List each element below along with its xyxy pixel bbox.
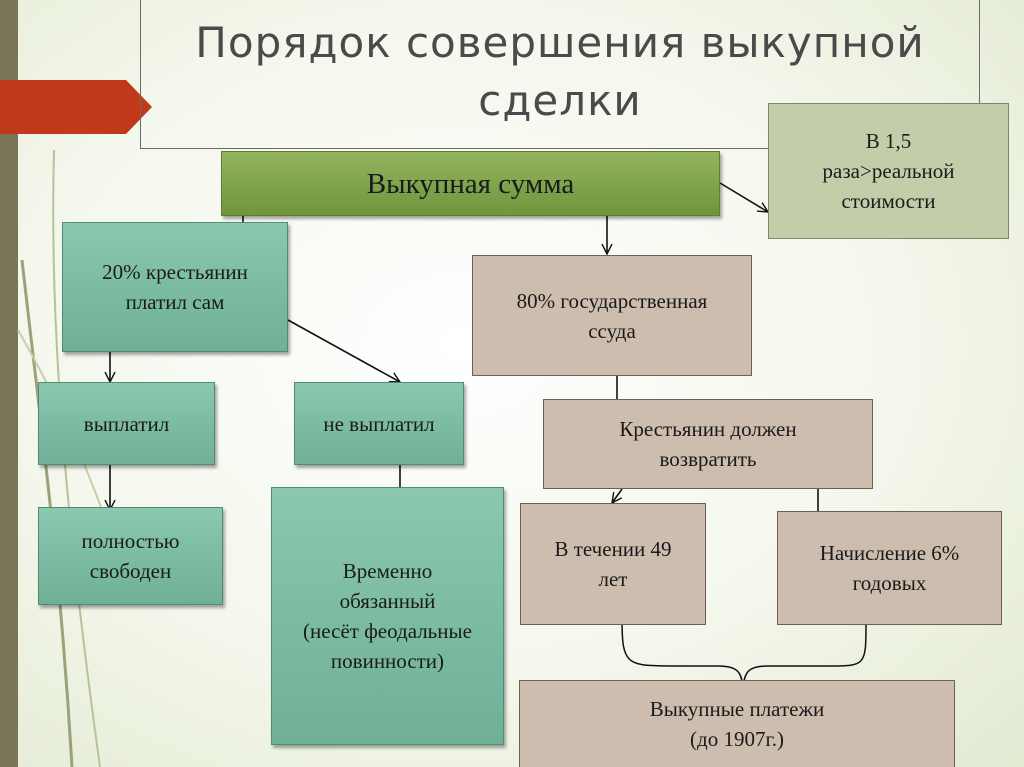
node-interest-6: Начисление 6% годовых — [777, 511, 1002, 625]
page-title: Порядок совершения выкупной сделки — [195, 18, 925, 125]
node-temporarily-obliged: Временно обязанный (несёт феодальные пов… — [271, 487, 504, 745]
title-frame — [140, 0, 980, 149]
node-not-paid: не выплатил — [294, 382, 464, 465]
node-paid: выплатил — [38, 382, 215, 465]
left-accent-bar — [0, 0, 18, 767]
node-ratio: В 1,5 раза>реальной стоимости — [768, 103, 1009, 239]
arrow-sum-to-ratio — [719, 182, 768, 212]
arrow-return-to-49 — [612, 488, 623, 503]
node-fully-free: полностью свободен — [38, 507, 223, 605]
arrow-20-to-notpaid — [287, 319, 400, 382]
node-49-years: В течении 49 лет — [520, 503, 706, 625]
node-redemption-sum: Выкупная сумма — [221, 151, 720, 216]
node-must-return: Крестьянин должен возвратить — [543, 399, 873, 489]
node-redemption-payments: Выкупные платежи (до 1907г.) — [519, 680, 955, 767]
node-state-loan-80: 80% государственная ссуда — [472, 255, 752, 376]
node-peasant-20: 20% крестьянин платил сам — [62, 222, 288, 352]
title-flag-marker — [0, 80, 152, 134]
